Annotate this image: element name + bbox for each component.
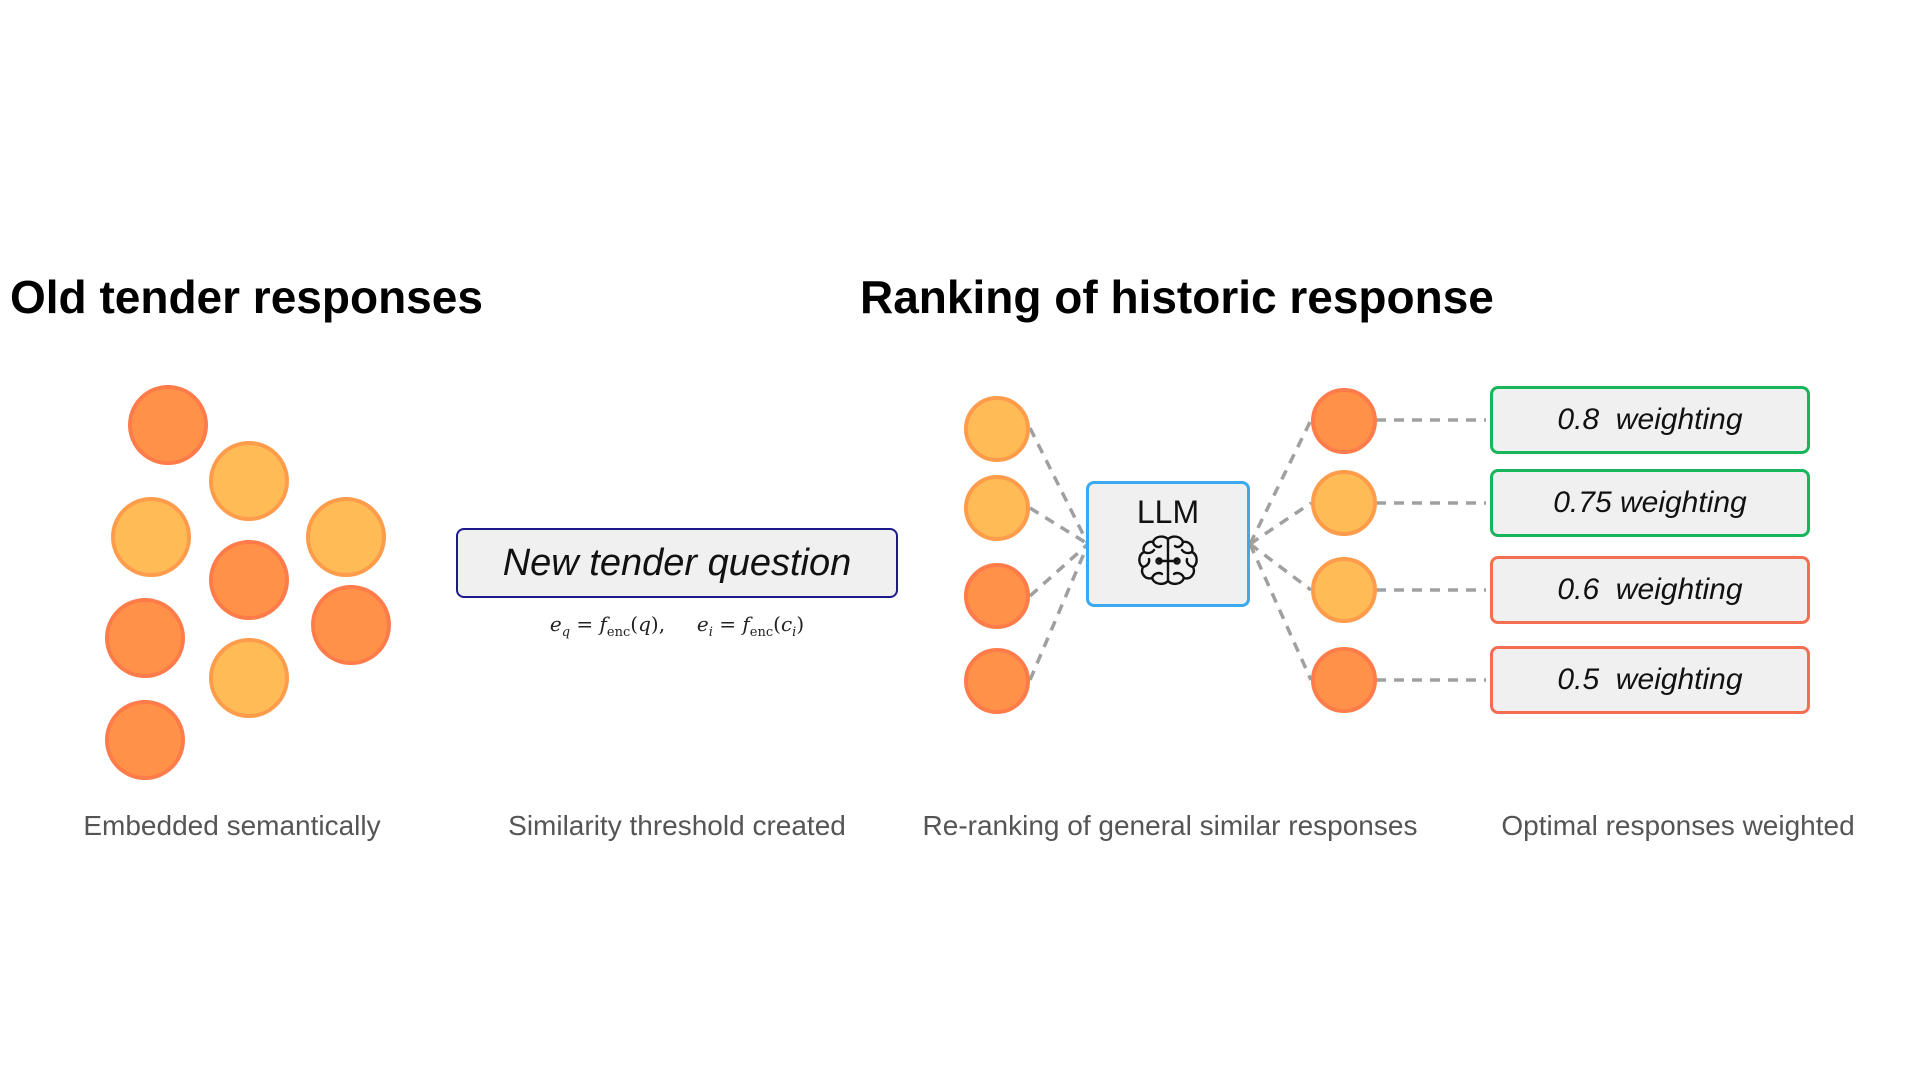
encoding-formula: eq = fenc(q), ei = fenc(ci) [549, 612, 805, 640]
heading-old-tender-responses: Old tender responses [10, 271, 483, 323]
output-connector [1248, 543, 1313, 681]
weighting-label: 0.5 weighting [1557, 663, 1743, 696]
caption-embedded: Embedded semantically [83, 810, 381, 841]
input-connector [1028, 542, 1090, 598]
output-connector [1249, 501, 1312, 546]
weighting-label: 0.6 weighting [1557, 573, 1743, 606]
weighting-label: 0.8 weighting [1557, 403, 1743, 436]
weighting-box: 0.6 weighting [1490, 556, 1810, 624]
cluster-node [311, 585, 391, 665]
input-node [964, 648, 1030, 714]
weighting-box: 0.75 weighting [1490, 469, 1810, 537]
brain-icon [1138, 535, 1198, 586]
weighting-box: 0.8 weighting [1490, 386, 1810, 454]
input-node [964, 475, 1030, 541]
input-connector [1029, 506, 1089, 546]
cluster-node [306, 497, 386, 577]
cluster-node [209, 540, 289, 620]
cluster-node [105, 700, 185, 780]
cluster-node [111, 497, 191, 577]
new-tender-question-box: New tender question [456, 528, 898, 598]
output-connector [1248, 419, 1313, 545]
input-connector [1028, 543, 1090, 681]
llm-box: LLM [1086, 481, 1250, 607]
cluster-node [209, 441, 289, 521]
caption-threshold: Similarity threshold created [508, 810, 846, 841]
weighting-box: 0.5 weighting [1490, 646, 1810, 714]
output-connector [1248, 542, 1313, 592]
caption-optimal: Optimal responses weighted [1501, 810, 1855, 841]
output-node [1311, 557, 1377, 623]
input-connector [1028, 427, 1090, 545]
cluster-node [128, 385, 208, 465]
cluster-node [105, 598, 185, 678]
output-node [1311, 388, 1377, 454]
input-node [964, 563, 1030, 629]
question-label: New tender question [502, 541, 852, 584]
cluster-node [209, 638, 289, 718]
output-node [1311, 470, 1377, 536]
heading-ranking-historic-response: Ranking of historic response [860, 271, 1494, 323]
input-node [964, 396, 1030, 462]
llm-label: LLM [1136, 494, 1200, 530]
caption-reranking: Re-ranking of general similar responses [922, 810, 1418, 841]
weighting-label: 0.75 weighting [1553, 486, 1747, 519]
output-node [1311, 647, 1377, 713]
